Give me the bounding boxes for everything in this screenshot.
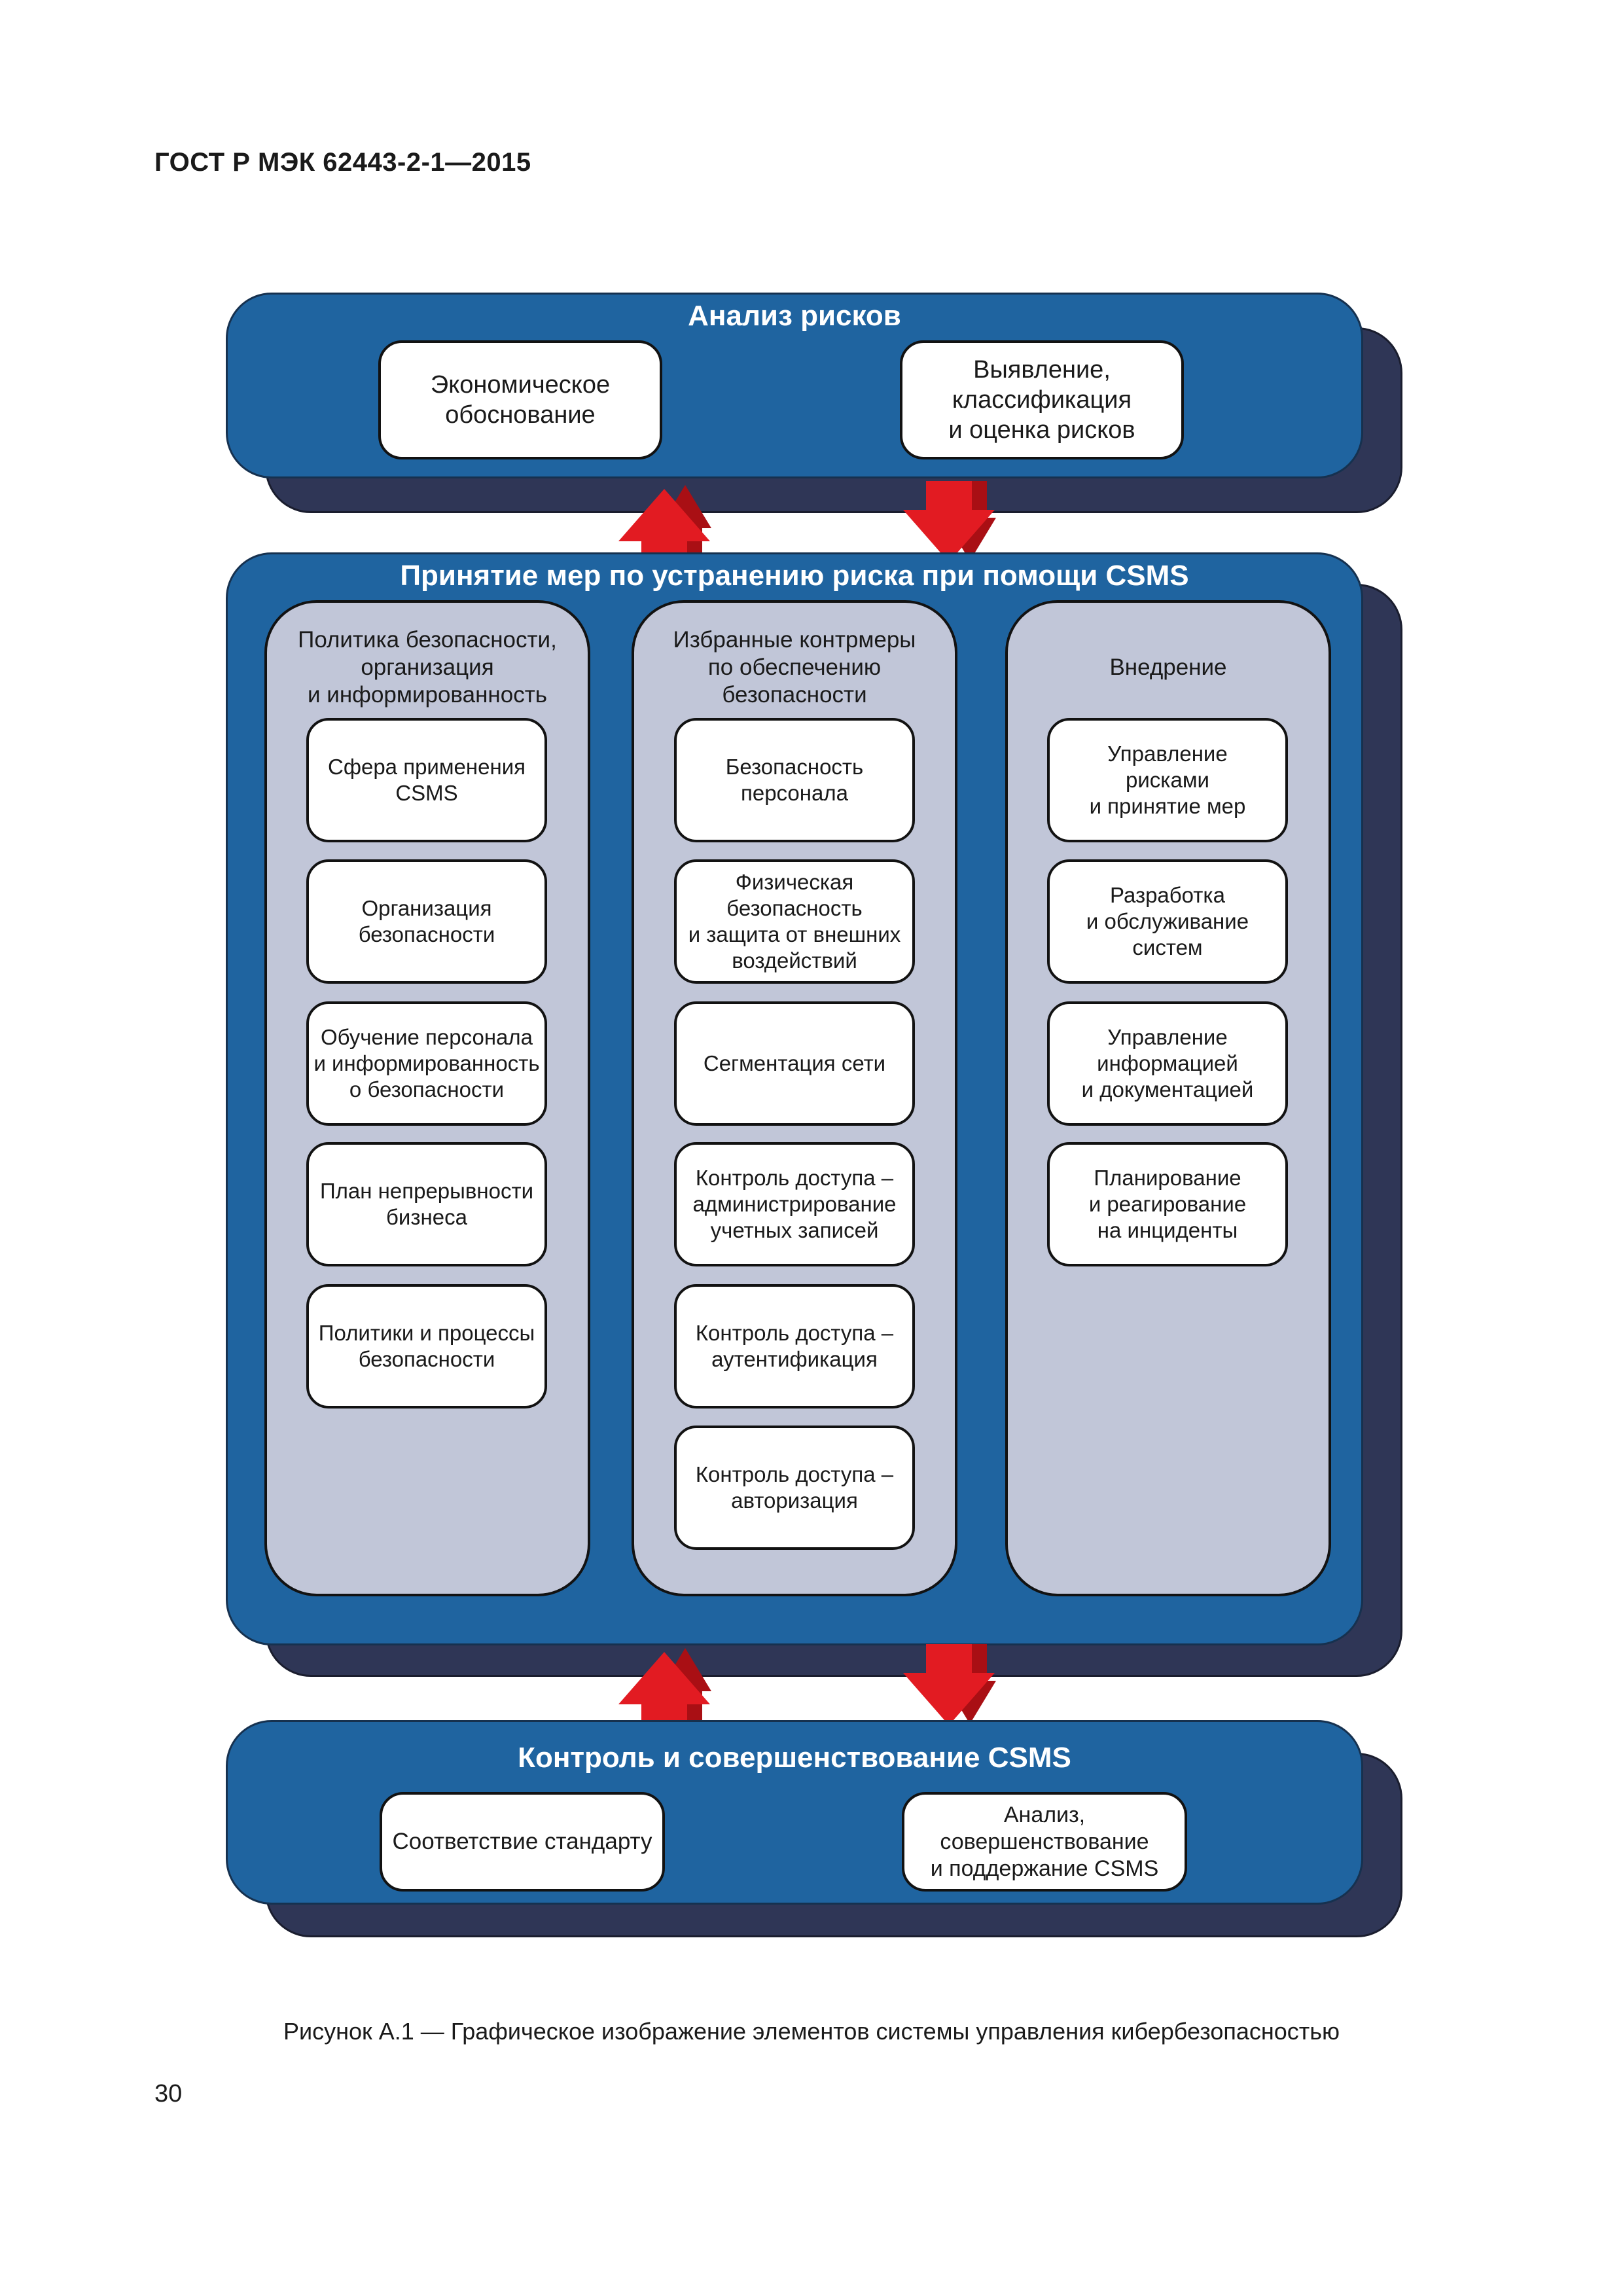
csms-improvement-box: Анализ, совершенствование и поддержание …: [902, 1792, 1187, 1892]
page-number: 30: [154, 2080, 183, 2108]
policy-item-continuity: План непрерывности бизнеса: [306, 1142, 547, 1266]
document-header: ГОСТ Р МЭК 62443-2-1—2015: [154, 148, 531, 177]
countermeasure-item-physical: Физическая безопасность и защита от внеш…: [674, 859, 915, 984]
implementation-item-information: Управление информацией и документацией: [1047, 1001, 1288, 1126]
economic-justification-box: Экономическое обоснование: [378, 340, 662, 459]
policy-column-title: Политика безопасности, организация и инф…: [298, 627, 557, 708]
countermeasure-item-authentication: Контроль доступа – аутентификация: [674, 1284, 915, 1408]
policy-item-processes: Политики и процессы безопасности: [306, 1284, 547, 1408]
risk-treatment-title: Принятие мер по устранению риска при пом…: [400, 560, 1189, 592]
policy-item-scope: Сфера применения CSMS: [306, 718, 547, 842]
risk-identification-box: Выявление, классификация и оценка рисков: [900, 340, 1184, 459]
countermeasure-item-personnel: Безопасность персонала: [674, 718, 915, 842]
implementation-column-title: Внедрение: [1109, 655, 1227, 680]
countermeasure-item-accounts: Контроль доступа – администрирование уче…: [674, 1142, 915, 1266]
monitoring-title: Контроль и совершенствование CSMS: [518, 1742, 1071, 1774]
figure-caption: Рисунок А.1 — Графическое изображение эл…: [283, 2018, 1340, 2045]
countermeasures-column-title: Избранные контрмеры по обеспечению безоп…: [673, 627, 916, 708]
arrow-up-2-icon: [618, 1644, 730, 1733]
policy-item-training: Обучение персонала и информированность о…: [306, 1001, 547, 1126]
countermeasure-item-authorization: Контроль доступа – авторизация: [674, 1426, 915, 1550]
standard-compliance-box: Соответствие стандарту: [380, 1792, 665, 1892]
implementation-item-incidents: Планирование и реагирование на инциденты: [1047, 1142, 1288, 1266]
arrow-down-2-icon: [903, 1644, 1014, 1729]
risk-analysis-title: Анализ рисков: [688, 300, 901, 332]
countermeasure-item-network: Сегментация сети: [674, 1001, 915, 1126]
implementation-item-risk-management: Управление рисками и принятие мер: [1047, 718, 1288, 842]
implementation-item-development: Разработка и обслуживание систем: [1047, 859, 1288, 984]
policy-item-organization: Организация безопасности: [306, 859, 547, 984]
